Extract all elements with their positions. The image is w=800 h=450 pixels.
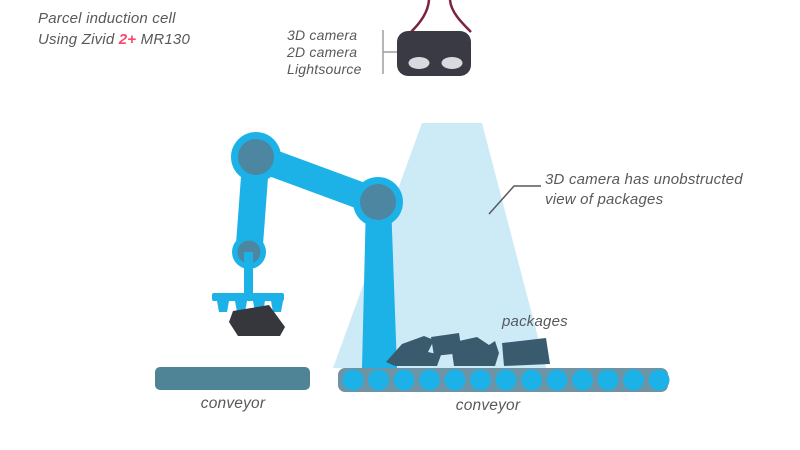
conveyor-roller: [521, 369, 542, 391]
camera-label-bracket: [382, 30, 397, 74]
label-lightsource: Lightsource: [287, 61, 362, 77]
label-3d-camera: 3D camera: [287, 27, 358, 43]
title-highlight: 2+: [118, 31, 137, 48]
conveyor-roller: [623, 369, 644, 391]
gripper-stem: [244, 252, 253, 295]
conveyor-roller: [546, 369, 568, 391]
unobstructed-view-annotation: 3D camera has unobstructed view of packa…: [545, 171, 743, 208]
conveyor-roller: [648, 369, 670, 391]
camera-cable-right: [448, 0, 472, 33]
right-conveyor-label: conveyor: [455, 397, 521, 414]
conveyor-roller: [342, 369, 364, 391]
conveyor-roller: [393, 369, 415, 391]
camera-component-labels: 3D camera 2D camera Lightsource: [287, 27, 362, 78]
robot-base-column: [362, 202, 397, 368]
camera-lens-right: [441, 57, 463, 69]
gripper-bar: [212, 293, 284, 301]
left-conveyor-label: conveyor: [200, 395, 266, 412]
robot-elbow-joint-cap: [360, 184, 396, 220]
label-2d-camera: 2D camera: [287, 44, 358, 60]
camera-unit: [382, 0, 472, 76]
camera-body: [397, 31, 471, 76]
conveyor-roller: [470, 369, 491, 391]
robot-arm: [212, 132, 403, 368]
conveyor-roller: [368, 369, 389, 391]
robot-shoulder-joint-cap: [238, 139, 274, 175]
conveyor-roller: [419, 369, 440, 391]
conveyor-packages: [386, 333, 550, 366]
conveyor-rollers: [342, 369, 670, 391]
conveyor-roller: [444, 369, 466, 391]
conveyor-roller: [597, 369, 619, 391]
package-crumpled: [386, 336, 441, 366]
camera-cable-left: [410, 0, 431, 33]
camera-lens-left: [408, 57, 430, 69]
title-line1: Parcel induction cell: [38, 10, 176, 27]
package-box: [502, 338, 550, 366]
conveyor-roller: [495, 369, 517, 391]
diagram-title: Parcel induction cell Using Zivid 2+ MR1…: [38, 8, 190, 50]
conveyor-roller: [572, 369, 593, 391]
title-line2: Using Zivid 2+ MR130: [38, 31, 191, 48]
left-conveyor-belt: [155, 367, 310, 390]
annotation-leader-line: [488, 185, 541, 215]
picked-package: [229, 305, 285, 336]
package-bag: [452, 337, 499, 366]
packages-label: packages: [502, 313, 568, 330]
